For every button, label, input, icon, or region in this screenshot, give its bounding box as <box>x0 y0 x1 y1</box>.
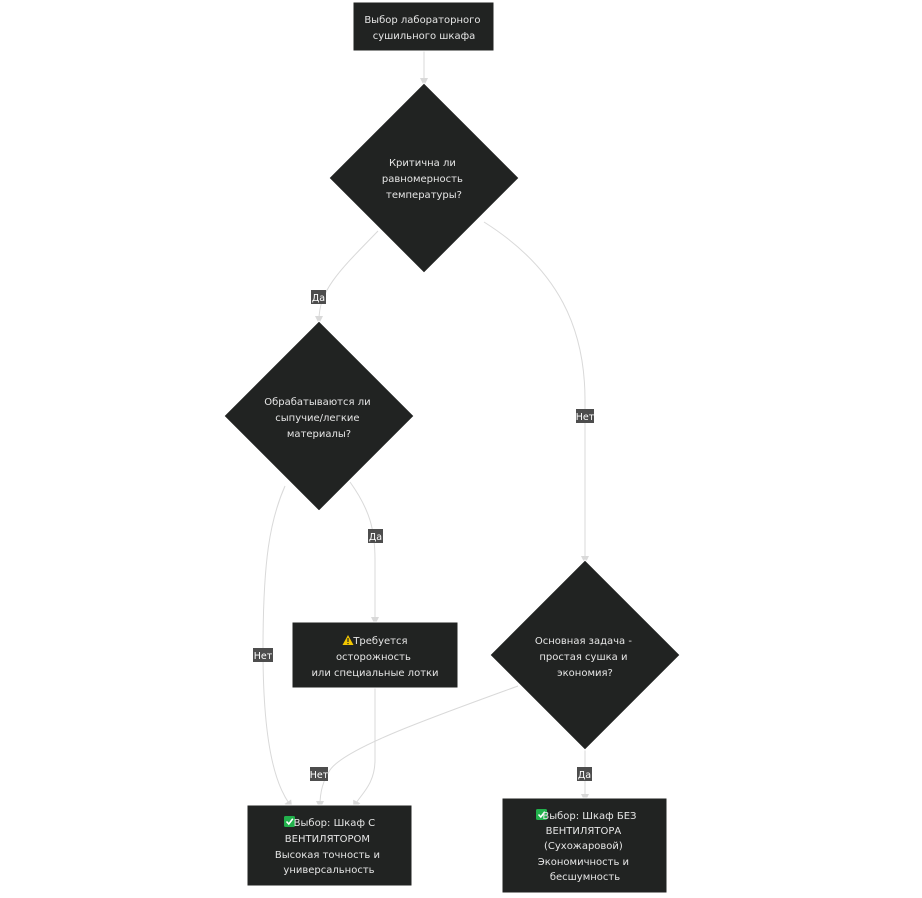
edge-label-q1-yes: Да <box>311 290 326 304</box>
edge-q1-yes-to-q2 <box>315 230 379 324</box>
edge-label-q2-no: Нет <box>253 648 273 662</box>
svg-text:Нет: Нет <box>254 651 273 662</box>
edge-caution-to-with-fan <box>353 688 376 809</box>
edge-label-q3-no: Нет <box>310 767 329 781</box>
edge-labels: Да Нет Да Нет Нет Да <box>253 290 595 781</box>
result-with-fan-node: Выбор: Шкаф С ВЕНТИЛЯТОРОМ Высокая точно… <box>246 804 413 887</box>
edge-label-q2-yes: Да <box>368 529 383 543</box>
svg-text:Нет: Нет <box>576 412 595 423</box>
edge-q3-no-to-with-fan <box>316 685 519 809</box>
start-node: Выбор лабораторного сушильного шкафа <box>352 1 495 52</box>
decision-simple-drying-text: Основная задача - простая сушка и эконом… <box>535 636 635 679</box>
warning-icon <box>342 635 354 645</box>
edge-label-q1-no: Нет <box>576 409 595 423</box>
edge-q2-yes-to-caution <box>349 481 379 625</box>
edge-label-q3-yes: Да <box>577 767 592 781</box>
decision-bulk-materials: Обрабатываются ли сыпучие/легкие материа… <box>223 320 415 512</box>
result-without-fan-node: Выбор: Шкаф БЕЗ ВЕНТИЛЯТОРА (Сухожаровой… <box>501 797 668 894</box>
decision-simple-drying: Основная задача - простая сушка и эконом… <box>489 559 681 751</box>
svg-text:Да: Да <box>578 770 591 781</box>
svg-text:Нет: Нет <box>310 770 329 781</box>
edge-q1-no-to-q3 <box>483 221 589 564</box>
edge-q2-no-to-with-fan <box>262 485 293 809</box>
svg-text:Да: Да <box>369 532 382 543</box>
result-without-fan-text: Выбор: Шкаф БЕЗ ВЕНТИЛЯТОРА (Сухожаровой… <box>538 811 640 883</box>
decision-bulk-materials-text: Обрабатываются ли сыпучие/легкие материа… <box>264 397 374 440</box>
result-with-fan-text: Выбор: Шкаф С ВЕНТИЛЯТОРОМ Высокая точно… <box>275 818 383 876</box>
start-node-text: Выбор лабораторного сушильного шкафа <box>364 15 483 42</box>
check-icon <box>536 809 547 820</box>
svg-text:Да: Да <box>312 293 325 304</box>
caution-node: Требуется осторожность или специальные л… <box>291 621 459 689</box>
decision-temperature-uniformity: Критична ли равномерность температуры? <box>328 82 520 274</box>
check-icon <box>284 816 295 827</box>
caution-node-text: Требуется осторожность или специальные л… <box>311 636 438 679</box>
decision-temperature-uniformity-text: Критична ли равномерность температуры? <box>382 158 466 201</box>
